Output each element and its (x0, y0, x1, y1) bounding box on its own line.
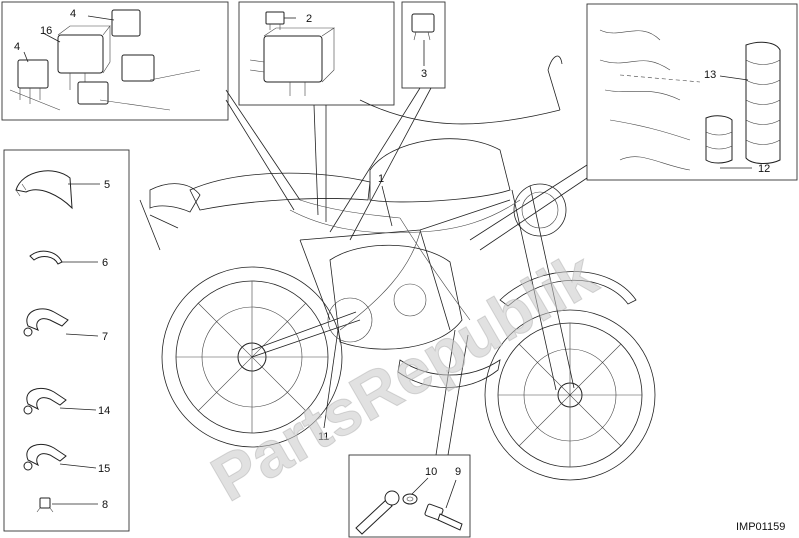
callout-3: 3 (421, 68, 427, 80)
clamp-large-icon (23, 444, 97, 471)
detail-box-relays (1, 1, 229, 121)
motorcycle-outline (139, 55, 656, 481)
clip-icon (36, 497, 98, 513)
callout-6: 6 (102, 257, 108, 269)
detail-box-ties (3, 149, 130, 532)
callout-2: 2 (306, 13, 312, 25)
leader-lines (225, 87, 588, 456)
detail-box-grommets (586, 3, 798, 181)
detail-box-ground (348, 454, 471, 538)
callout-14: 14 (98, 405, 110, 417)
callout-5: 5 (104, 179, 110, 191)
callout-8: 8 (102, 499, 108, 511)
fuse-icon (249, 11, 335, 96)
clamp-icon (23, 308, 99, 337)
connector-icon (411, 13, 435, 66)
watermark: PartsRepublik (199, 237, 608, 515)
callout-7: 7 (102, 331, 108, 343)
callout-13: 13 (704, 69, 716, 81)
clamp-medium-icon (23, 388, 97, 415)
callout-16: 16 (40, 25, 52, 37)
reference-code: IMP01159 (736, 521, 785, 533)
detail-box-connector (401, 1, 446, 89)
callout-11: 11 (318, 431, 329, 443)
relay-icon (9, 9, 201, 111)
callout-4-top: 4 (70, 8, 76, 20)
leader-1 (381, 185, 393, 227)
grommet-icon (599, 29, 781, 171)
callout-10: 10 (425, 466, 437, 478)
detail-box-fuse (238, 1, 395, 106)
callout-9: 9 (455, 466, 461, 478)
cable-tie-small-icon (29, 250, 98, 265)
leader-11 (323, 329, 339, 429)
callout-15: 15 (98, 463, 110, 475)
screw-icon (424, 479, 463, 531)
callout-4-left: 4 (14, 41, 20, 53)
callout-1: 1 (378, 173, 384, 185)
washer-icon (355, 477, 429, 535)
cable-tie-icon (15, 170, 100, 210)
callout-12: 12 (758, 163, 770, 175)
